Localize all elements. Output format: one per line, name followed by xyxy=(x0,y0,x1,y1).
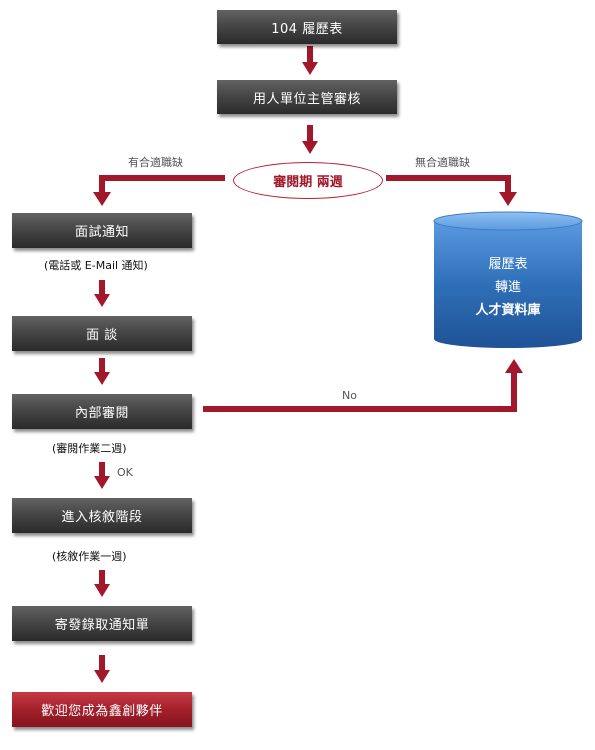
no-label: No xyxy=(342,389,357,402)
arrow-review-to-approval xyxy=(94,462,110,489)
arrow-interview-to-review xyxy=(94,358,110,385)
review-period-ellipse: 審閱期 兩週 xyxy=(233,162,383,199)
down-arrows xyxy=(93,46,523,683)
interview-notice-label: 面試通知 xyxy=(74,225,129,240)
branch-right-label: 無合適職缺 xyxy=(415,156,470,169)
approval-note: (核敘作業一週) xyxy=(52,550,127,563)
resume-104-box: 104 履歷表 xyxy=(217,10,397,44)
arrow-no-to-database xyxy=(203,359,523,412)
internal-review-note: (審閱作業二週) xyxy=(52,442,127,455)
arrow-notice-to-interview xyxy=(94,280,110,307)
ok-label: OK xyxy=(117,466,133,479)
send-offer-box: 寄發錄取通知單 xyxy=(12,606,192,641)
internal-review-box: 內部審閱 xyxy=(12,394,192,429)
interview-notice-box: 面試通知 xyxy=(12,213,192,248)
review-period-label: 審閱期 兩週 xyxy=(273,175,343,190)
welcome-box: 歡迎您成為鑫創夥伴 xyxy=(12,692,192,727)
internal-review-label: 內部審閱 xyxy=(74,406,129,421)
approval-stage-label: 進入核敘階段 xyxy=(61,510,143,525)
arrow-branch-left xyxy=(93,175,225,206)
database-line-1: 履歷表 xyxy=(488,257,528,272)
arrow-offer-to-welcome xyxy=(94,655,110,683)
interview-box: 面 談 xyxy=(12,316,192,351)
branch-left-label: 有合適職缺 xyxy=(128,156,183,169)
arrow-step2-to-review xyxy=(302,125,318,154)
database-line-2: 轉進 xyxy=(494,280,521,295)
manager-review-box: 用人單位主管審核 xyxy=(217,80,397,114)
manager-review-label: 用人單位主管審核 xyxy=(252,91,361,107)
arrow-step1-to-step2 xyxy=(302,46,318,75)
arrow-approval-to-offer xyxy=(94,570,110,597)
interview-notice-note: (電話或 E-Mail 通知) xyxy=(44,259,148,272)
send-offer-label: 寄發錄取通知單 xyxy=(54,618,150,633)
arrow-branch-right xyxy=(386,175,517,206)
database-line-3: 人才資料庫 xyxy=(475,303,541,318)
approval-stage-box: 進入核敘階段 xyxy=(12,498,192,533)
talent-database-icon xyxy=(433,211,583,348)
database-label: 履歷表 轉進 人才資料庫 xyxy=(434,253,582,322)
resume-104-label: 104 履歷表 xyxy=(271,21,343,37)
welcome-label: 歡迎您成為鑫創夥伴 xyxy=(41,704,163,719)
interview-label: 面 談 xyxy=(86,328,118,343)
